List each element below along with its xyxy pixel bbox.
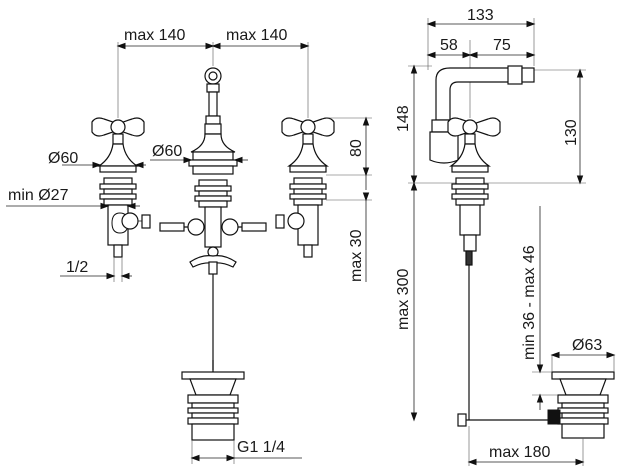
dim-side-total-height: 148: [395, 105, 412, 132]
dim-side-left-width: 58: [440, 37, 458, 54]
dim-front-right-width: max 140: [226, 27, 287, 44]
dim-side-tail-length: max 300: [395, 269, 412, 330]
dim-side-total-width: 133: [467, 7, 494, 24]
dim-deck-thickness: max 30: [348, 229, 365, 282]
dim-pipe-thread: 1/2: [66, 259, 88, 276]
side-faucet: [429, 65, 548, 427]
dim-basin-range: min 36 - max 46: [521, 245, 538, 360]
dim-handle-diameter-left: Ø60: [48, 150, 78, 167]
side-waste: [547, 371, 615, 439]
dim-spout-diameter: Ø60: [152, 143, 182, 160]
dim-side-right-width: 75: [493, 37, 511, 54]
dim-waste-diameter: Ø63: [572, 337, 602, 354]
center-spout-assembly: [159, 67, 267, 370]
side-width-dimensions: 133 58 75: [426, 7, 536, 118]
dim-side-spout-height: 130: [563, 119, 580, 146]
dim-waste-thread: G1 1/4: [237, 439, 285, 456]
side-height-dimensions: 148 max 300 130: [395, 64, 586, 422]
dim-handle-height: 80: [348, 139, 365, 157]
side-waste-dimensions: min 36 - max 46 Ø63 max 180: [467, 206, 616, 466]
dim-rod-length: max 180: [489, 444, 550, 461]
right-handle-valve: [275, 117, 335, 258]
left-handle-valve: [91, 117, 151, 258]
front-waste: G1 1/4: [181, 360, 302, 464]
dim-front-left-width: max 140: [124, 27, 185, 44]
front-height-dimensions: 80 max 30: [326, 116, 372, 282]
front-width-dimension: max 140 max 140: [116, 27, 310, 118]
dim-min-hole-diameter: min Ø27: [8, 187, 69, 204]
spout-diameter-dimension: Ø60: [150, 143, 248, 164]
left-dimension-helpers: Ø60 min Ø27 1/2: [6, 150, 146, 282]
